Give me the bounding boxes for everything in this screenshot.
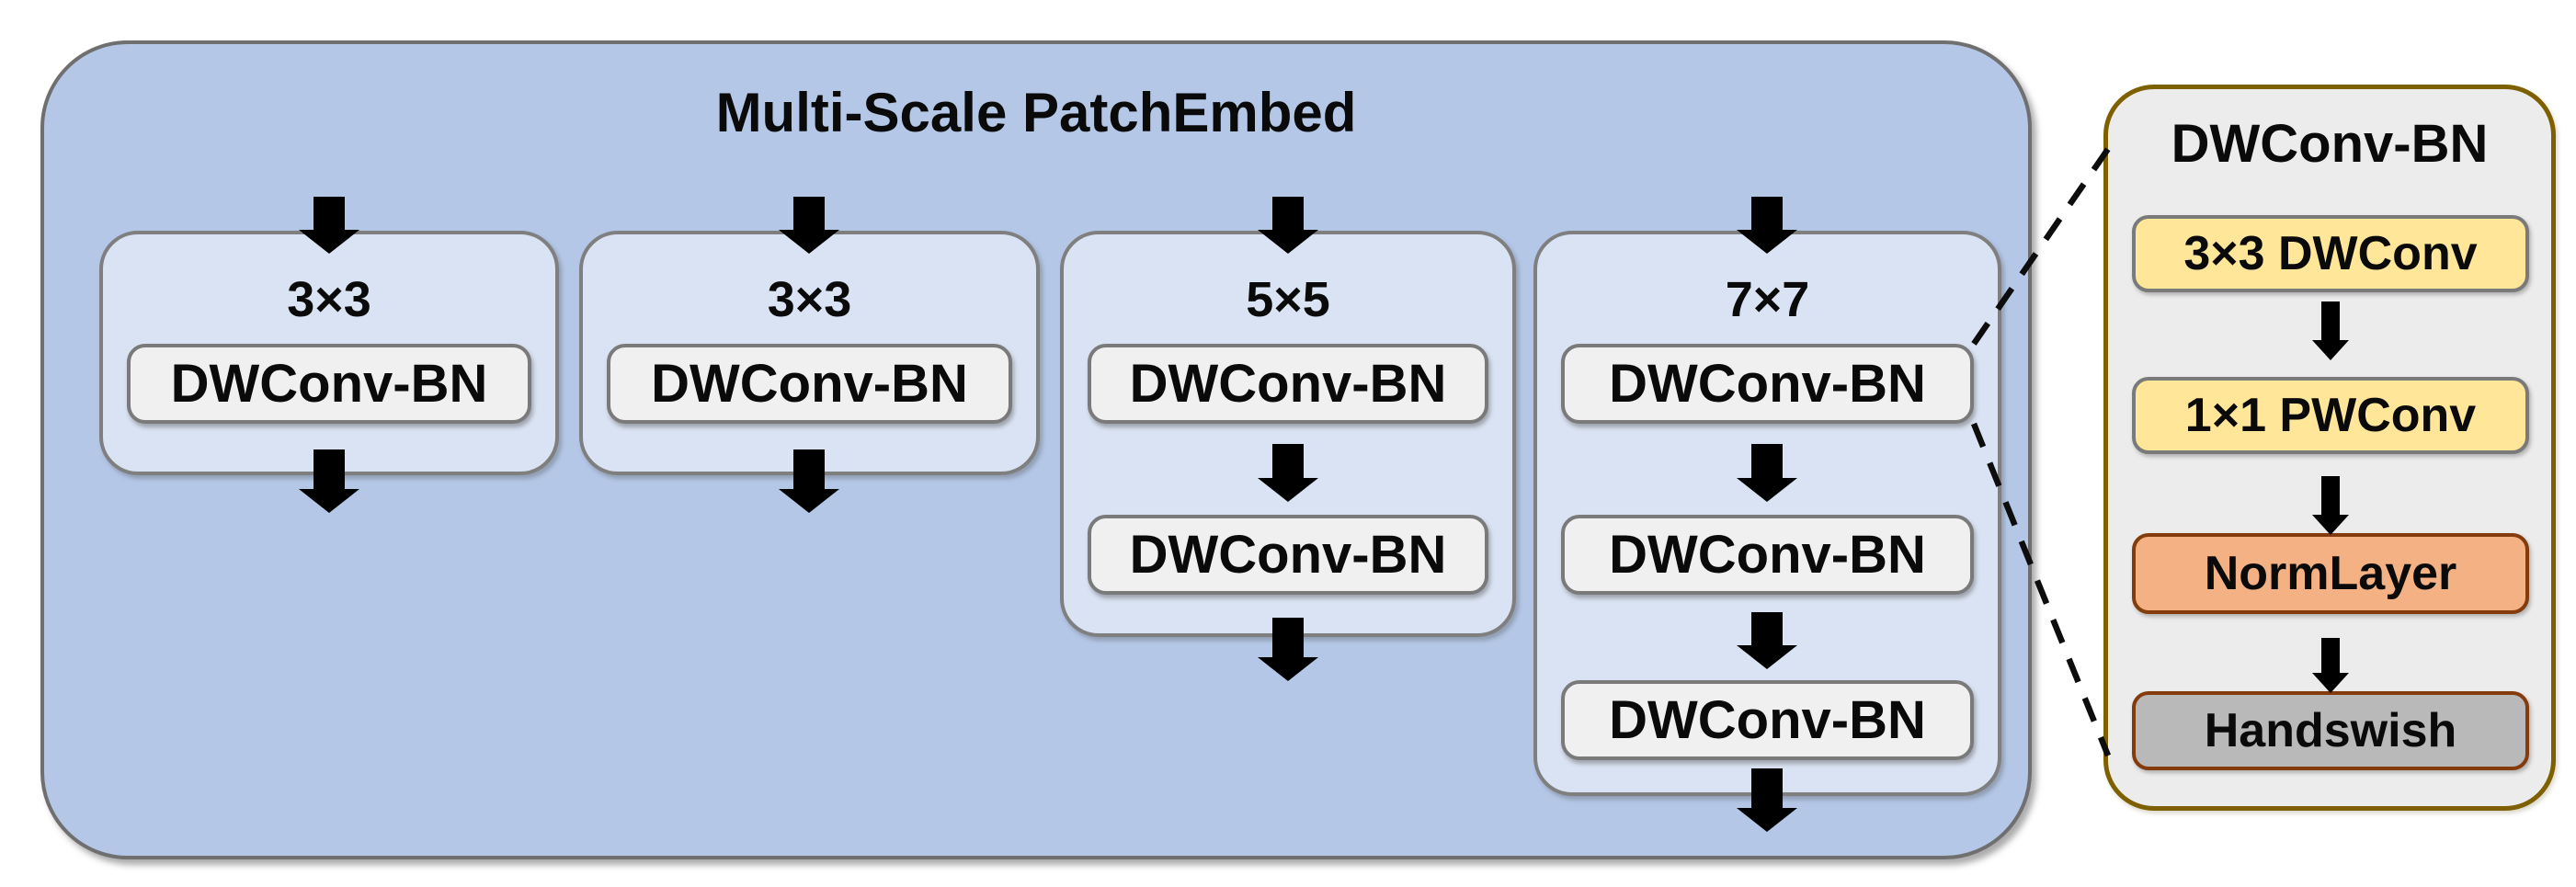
branch-kernel-size-label: 3×3 [287,272,371,327]
arrow-head [1258,478,1318,502]
arrow-shaft [1751,197,1783,230]
arrow-shaft [313,449,345,489]
arrow-shaft [1751,768,1783,808]
branch-kernel-size-label: 3×3 [767,272,852,327]
arrow-down-icon [299,197,359,254]
detail-panel-title: DWConv-BN [2171,114,2489,174]
detail-conv-block: 1×1 PWConv [2132,377,2529,454]
arrow-shaft [793,197,825,230]
arrow-down-icon [1258,444,1318,502]
arrow-head [779,489,839,513]
arrow-down-icon [2312,301,2349,360]
detail-norm-block: NormLayer [2132,533,2529,614]
dwconv-bn-block: DWConv-BN [607,344,1012,424]
arrow-shaft [2321,638,2340,673]
arrow-head [1737,230,1797,254]
arrow-shaft [1272,444,1304,478]
dwconv-bn-block: DWConv-BN [1561,680,1974,760]
arrow-shaft [2321,476,2340,515]
arrow-down-icon [2312,638,2349,693]
detail-activation-block: Handswish [2132,691,2529,770]
arrow-shaft [1272,197,1304,230]
dwconv-bn-block: DWConv-BN [1088,344,1488,424]
dwconv-bn-block: DWConv-BN [1088,515,1488,595]
arrow-head [1258,657,1318,681]
arrow-head [1737,808,1797,832]
arrow-down-icon [299,449,359,513]
arrow-down-icon [1737,444,1797,502]
arrow-down-icon [1737,612,1797,669]
arrow-head [299,489,359,513]
arrow-down-icon [1258,618,1318,681]
arrow-head [779,230,839,254]
arrow-head [1737,478,1797,502]
dwconv-bn-block: DWConv-BN [127,344,531,424]
detail-conv-block: 3×3 DWConv [2132,215,2529,292]
arrow-head [1258,230,1318,254]
branch-kernel-size-label: 5×5 [1246,272,1330,327]
diagram-title: Multi-Scale PatchEmbed [715,82,1357,143]
arrow-down-icon [2312,476,2349,535]
arrow-down-icon [779,449,839,513]
arrow-head [299,230,359,254]
dwconv-bn-block: DWConv-BN [1561,515,1974,595]
arrow-down-icon [1258,197,1318,254]
arrow-shaft [793,449,825,489]
arrow-shaft [313,197,345,230]
arrow-shaft [1751,444,1783,478]
arrow-down-icon [1737,197,1797,254]
arrow-head [1737,645,1797,669]
arrow-head [2312,673,2349,693]
arrow-head [2312,340,2349,360]
arrow-down-icon [779,197,839,254]
arrow-shaft [1272,618,1304,657]
arrow-shaft [2321,301,2340,340]
arrow-shaft [1751,612,1783,645]
branch-kernel-size-label: 7×7 [1725,272,1810,327]
arrow-down-icon [1737,768,1797,832]
dwconv-bn-block: DWConv-BN [1561,344,1974,424]
arrow-head [2312,515,2349,535]
